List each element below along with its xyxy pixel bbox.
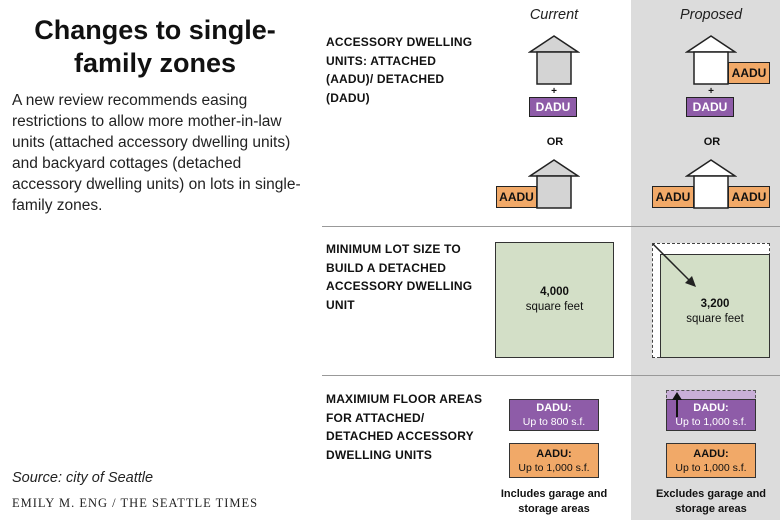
floor-proposed-dadu-value: Up to 1,000 s.f. [675, 416, 747, 428]
floor-proposed-aadu-title: AADU: [693, 447, 729, 460]
lot-current-value: 4,000 [540, 286, 569, 298]
lot-current: 4,000 square feet [495, 242, 614, 358]
or-separator: OR [703, 136, 721, 148]
plus-sign: + [708, 86, 714, 97]
or-separator: OR [546, 136, 564, 148]
floor-current-note: Includes garage and storage areas [500, 488, 608, 515]
lot-current-unit: square feet [525, 301, 584, 313]
lot-proposed-unit: square feet [686, 313, 744, 325]
lot-proposed: 3,200 square feet [660, 254, 770, 358]
shrink-arrow-icon [652, 243, 696, 287]
dadu-box: DADU [686, 97, 734, 117]
floor-current-aadu-title: AADU: [536, 447, 572, 460]
plus-sign: + [551, 86, 557, 97]
floor-proposed-aadu: AADU: Up to 1,000 s.f. [666, 443, 756, 478]
floor-proposed-dadu-title: DADU: [693, 402, 729, 414]
section-label-floor: MAXIMIUM FLOOR AREAS FOR ATTACHED/ DETAC… [326, 392, 483, 462]
house-icon [685, 35, 737, 85]
aadu-box: AADU [652, 186, 694, 208]
column-header-proposed: Proposed [679, 7, 743, 23]
dadu-box: DADU [529, 97, 577, 117]
page-title: Changes to single-family zones [34, 15, 276, 78]
floor-current-dadu: DADU: Up to 800 s.f. [509, 399, 599, 431]
house-icon [528, 159, 580, 209]
lot-proposed-value: 3,200 [700, 298, 730, 310]
floor-proposed-aadu-value: Up to 1,000 s.f. [675, 461, 747, 474]
floor-current-aadu: AADU: Up to 1,000 s.f. [509, 443, 599, 478]
section-divider [322, 226, 780, 227]
section-divider [322, 375, 780, 376]
aadu-box: AADU [728, 62, 770, 84]
intro-text: A new review recommends easing restricti… [12, 92, 301, 214]
floor-current-dadu-title: DADU: [536, 402, 572, 414]
credit-line: EMILY M. ENG / THE SEATTLE TIMES [12, 496, 259, 510]
floor-proposed-dadu: DADU: Up to 1,000 s.f. [666, 399, 756, 431]
section-label-lot: MINIMUM LOT SIZE TO BUILD A DETACHED ACC… [326, 242, 473, 312]
up-arrow-icon [672, 392, 682, 417]
house-icon [685, 159, 737, 209]
source-note: Source: city of Seattle [12, 470, 154, 486]
floor-current-dadu-value: Up to 800 s.f. [522, 416, 586, 428]
column-header-current: Current [529, 7, 579, 23]
house-icon [528, 35, 580, 85]
floor-proposed-note: Excludes garage and storage areas [655, 488, 767, 515]
aadu-box: AADU [728, 186, 770, 208]
section-label-units: ACCESSORY DWELLING UNITS: ATTACHED (AADU… [326, 35, 473, 105]
floor-current-aadu-value: Up to 1,000 s.f. [518, 461, 590, 474]
